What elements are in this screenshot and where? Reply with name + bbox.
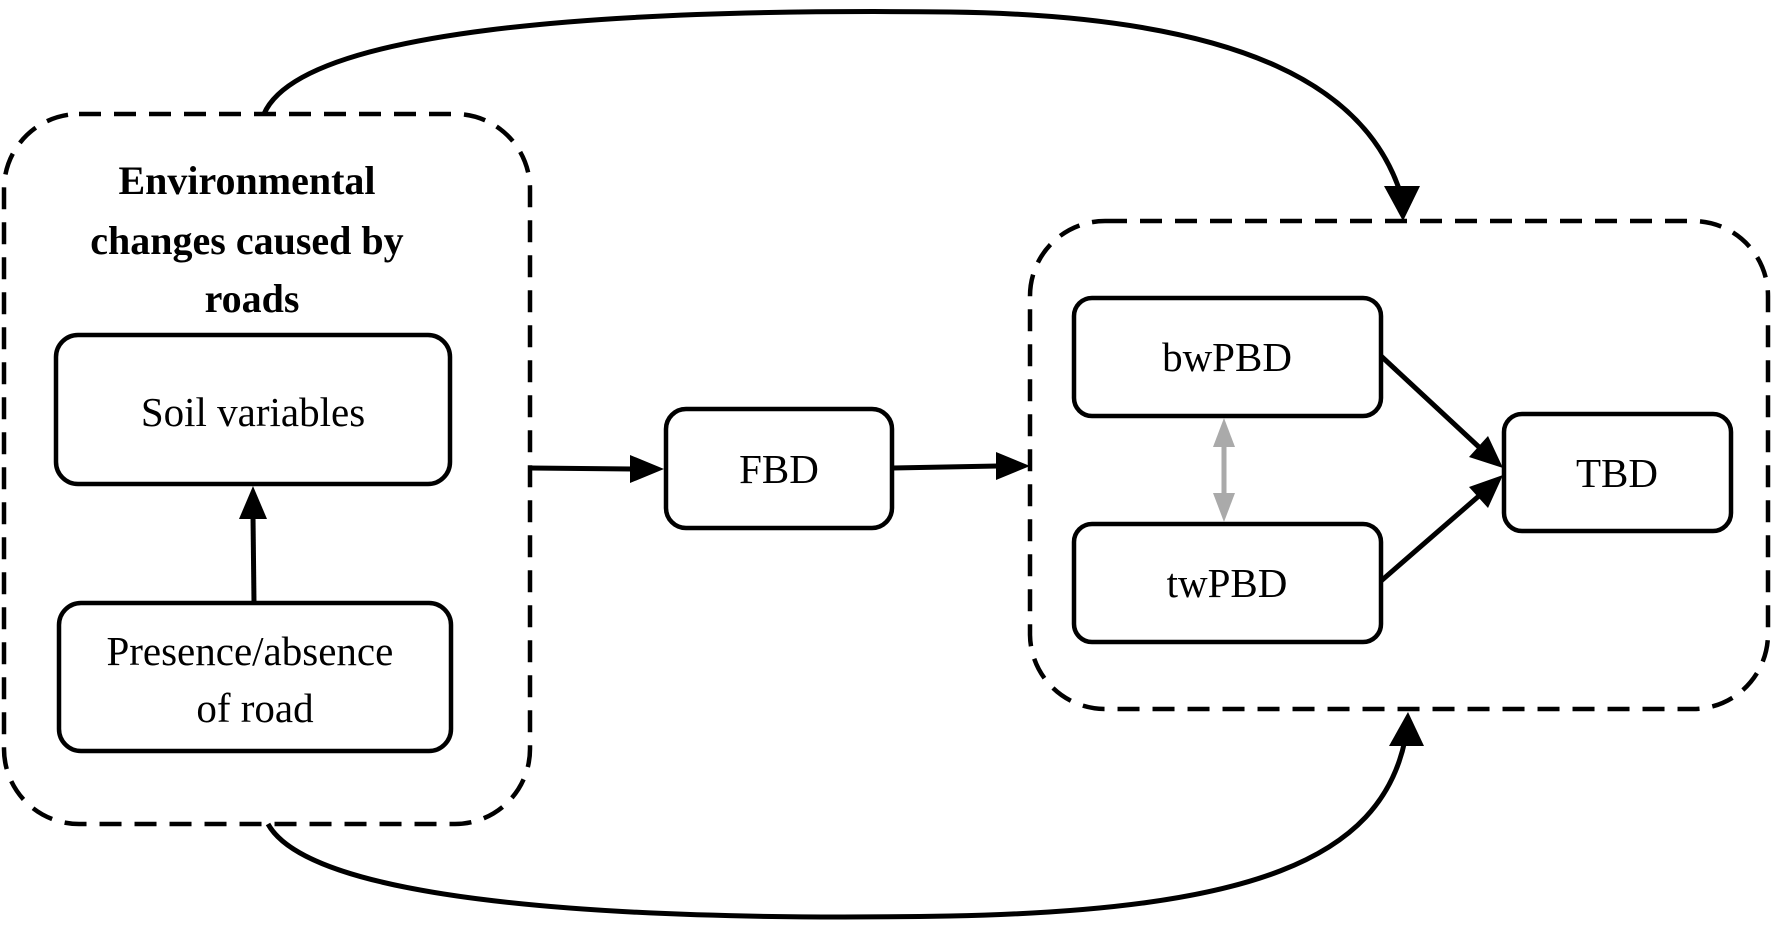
arrowhead-road-to-soil: [239, 486, 267, 519]
edge-fbd-to-group: [892, 463, 999, 471]
arrowhead-fbd-to-group: [996, 452, 1030, 480]
node-road-label: Presence/absence of road: [106, 628, 403, 731]
node-tbd-box: [1501, 411, 1734, 534]
node-road-label-line-2: of road: [196, 685, 313, 731]
arrowhead-bottom-curve: [1389, 712, 1424, 746]
node-fbd-box: [663, 406, 895, 531]
node-road-box: [56, 600, 454, 754]
group-left-title: Environmental changes caused by roads: [90, 158, 413, 321]
arrowhead-bidirectional-up: [1213, 418, 1235, 447]
node-twpbd-label: twPBD: [1167, 560, 1288, 606]
node-soil-variables-box: [53, 332, 453, 487]
edge-bottom-curve: [265, 739, 1408, 920]
group-pbd: [1027, 218, 1771, 712]
group-left-title-line-2: changes caused by: [90, 218, 403, 263]
edge-twpbd-to-tbd: [1379, 493, 1482, 583]
arrowhead-bwpbd-to-tbd: [1469, 436, 1503, 468]
node-tbd-label: TBD: [1576, 450, 1658, 496]
group-left-title-line-3: roads: [205, 276, 300, 321]
group-left-title-line-1: Environmental: [118, 158, 375, 203]
edge-road-to-soil: [250, 515, 257, 604]
edge-group-to-fbd: [529, 465, 633, 472]
node-road-label-line-1: Presence/absence: [106, 628, 393, 674]
edge-bwpbd-to-tbd: [1379, 354, 1482, 450]
arrowhead-twpbd-to-tbd: [1469, 475, 1503, 508]
arrowhead-group-to-fbd: [630, 455, 664, 483]
node-twpbd-box: [1071, 521, 1384, 645]
node-bwpbd-label: bwPBD: [1162, 334, 1292, 380]
arrowhead-top-curve: [1384, 186, 1420, 221]
node-soil-variables-label: Soil variables: [141, 389, 365, 435]
edge-top-curve: [261, 9, 1405, 199]
node-fbd-label: FBD: [739, 446, 819, 492]
arrowhead-bidirectional-down: [1213, 493, 1235, 522]
